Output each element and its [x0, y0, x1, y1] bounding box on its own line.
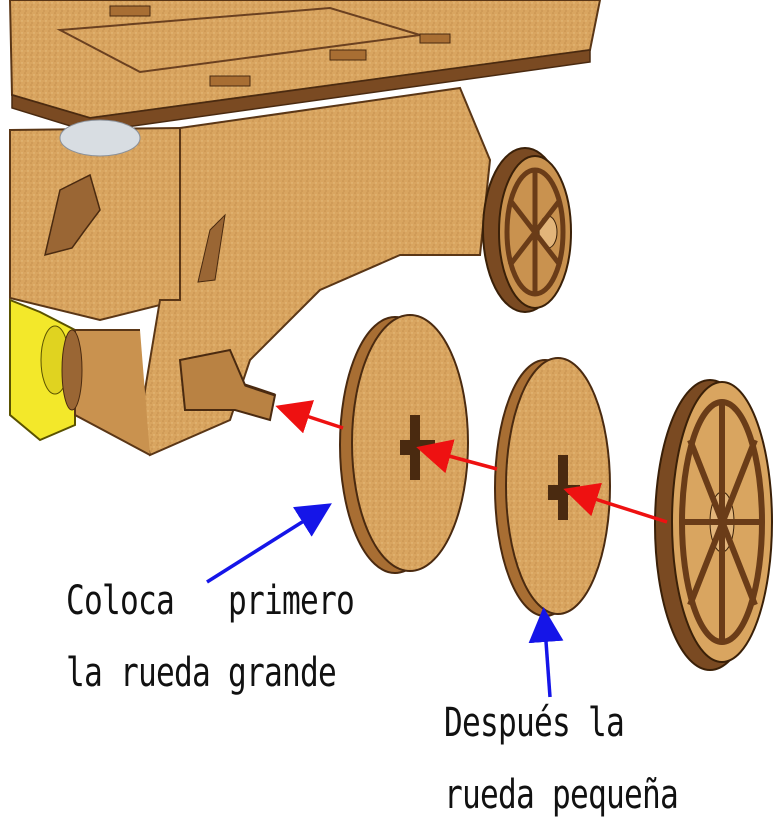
top-deck-plate: [8, 0, 602, 133]
assembly-arrows: [275, 400, 668, 524]
caption-small-wheel-line2: rueda pequeña: [444, 772, 679, 818]
caption-large-wheel-line2: la rueda grande: [66, 650, 337, 696]
spoked-wheel: [654, 379, 773, 671]
caption-large-wheel-line1: Coloca primero: [66, 578, 355, 624]
callout-arrows: [206, 503, 564, 698]
blue-arrow-small-wheel: [528, 607, 564, 698]
motor-axle: [178, 348, 277, 422]
red-arrow-3: [563, 482, 668, 524]
red-arrow-1: [275, 400, 344, 434]
caption-small-wheel-line1: Después la: [444, 700, 625, 746]
large-wheel-disc: [339, 314, 469, 574]
red-arrow-2: [416, 439, 498, 474]
small-wheel-disc: [494, 357, 611, 617]
yellow-motor: [9, 298, 76, 442]
rear-caster-wheel: [482, 147, 572, 313]
blue-arrow-large-wheel: [206, 503, 332, 584]
